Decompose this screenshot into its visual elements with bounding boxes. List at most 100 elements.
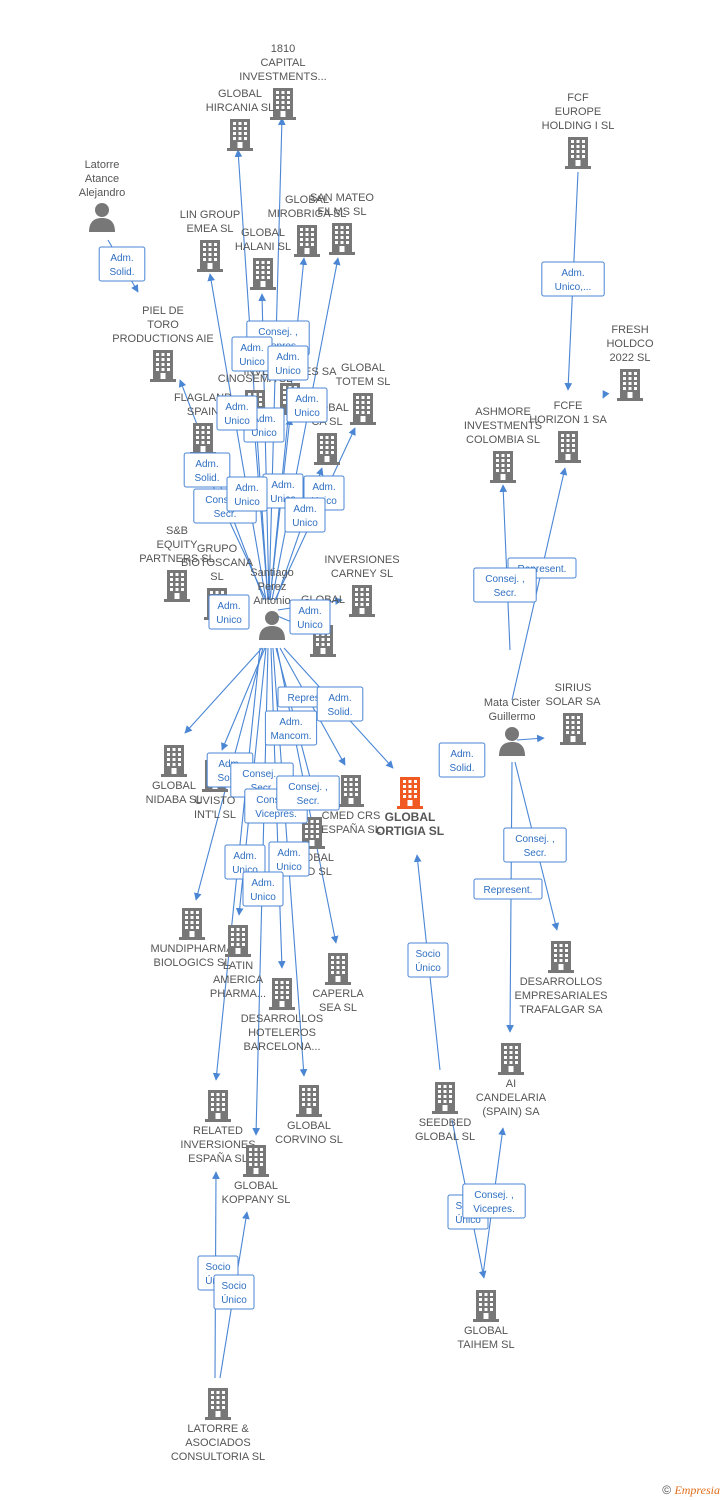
node-fcfe[interactable]: FCFE HORIZON 1 SA xyxy=(529,400,607,463)
node-label-capital1810: INVESTMENTS... xyxy=(239,71,326,83)
building-icon xyxy=(179,908,205,940)
node-label-taihem: GLOBAL xyxy=(464,1325,508,1337)
node-capital1810[interactable]: 1810CAPITALINVESTMENTS... xyxy=(239,43,327,120)
relation-label[interactable]: Adm.Unico xyxy=(216,395,258,431)
building-icon xyxy=(555,431,581,463)
relation-label[interactable]: Adm.Unico xyxy=(208,594,250,630)
node-label-halani: GLOBAL xyxy=(241,227,285,239)
relation-label[interactable]: Adm.Unico xyxy=(268,841,310,877)
relation-text: Secr. xyxy=(494,588,517,599)
relation-label[interactable]: Consej. ,Vicepres. xyxy=(462,1183,526,1219)
relation-label[interactable]: Adm. Unico xyxy=(231,336,273,372)
relation-label[interactable]: Adm.Solid. xyxy=(98,246,146,282)
relation-text: Unico xyxy=(239,357,265,368)
node-label-fcfe: FCFE xyxy=(554,400,583,412)
node-label-corvino: CORVINO SL xyxy=(275,1134,343,1146)
relation-text: Adm. xyxy=(225,402,248,413)
node-halani[interactable]: GLOBAL HALANI SL xyxy=(235,227,291,290)
building-icon xyxy=(325,953,351,985)
relation-text: Adm. xyxy=(561,268,584,279)
relation-box xyxy=(268,841,310,877)
person-icon xyxy=(89,203,115,232)
relation-text: Adm. xyxy=(217,601,240,612)
relation-text: Consej. , xyxy=(258,327,297,338)
edge-santiago-8 xyxy=(271,257,341,601)
relation-label[interactable]: Adm.Unico xyxy=(242,871,284,907)
relation-label[interactable]: Adm.Unico xyxy=(224,844,266,880)
relation-label[interactable]: Consej. ,Secr. xyxy=(276,775,340,811)
relation-label[interactable]: Adm.Unico,... xyxy=(541,261,605,297)
relation-label[interactable]: Consej. ,Secr. xyxy=(503,827,567,863)
node-label-latorre_c: ASOCIADOS xyxy=(185,1437,250,1449)
relation-label[interactable]: Adm.Unico xyxy=(284,497,326,533)
node-label-capital1810: CAPITAL xyxy=(260,57,305,69)
relation-text: Consej. , xyxy=(242,769,281,780)
node-label-santiago: Antonio xyxy=(253,595,290,607)
edge-santiago-7 xyxy=(269,257,308,601)
relation-label[interactable]: Represent. xyxy=(473,878,543,900)
node-label-mundipharma: MUNDIPHARMA xyxy=(150,943,234,955)
relation-text: Adm. xyxy=(240,343,263,354)
footer-brand[interactable]: © Empresia xyxy=(662,1483,720,1498)
relation-text: Único xyxy=(415,961,441,974)
relation-label[interactable]: Adm.Unico xyxy=(286,387,328,423)
node-label-trafalgar: DESARROLLOS xyxy=(520,976,603,988)
relation-label[interactable]: Adm.Solid. xyxy=(438,742,486,778)
building-icon xyxy=(314,433,340,465)
edge-santiago-18 xyxy=(184,647,263,734)
relation-text: Único xyxy=(221,1293,247,1306)
relation-text: Unico xyxy=(297,620,323,631)
node-desarrhot[interactable]: DESARROLLOSHOTELEROSBARCELONA... xyxy=(241,978,324,1053)
relation-box xyxy=(216,395,258,431)
relation-label[interactable]: Adm.Mancom. xyxy=(264,710,318,746)
relation-label[interactable]: Adm.Unico xyxy=(226,476,268,512)
relation-label[interactable]: Adm.Solid. xyxy=(316,686,364,722)
node-label-halani: HALANI SL xyxy=(235,241,291,253)
relation-label[interactable]: Adm.Solid. xyxy=(183,452,231,488)
node-latinamerica[interactable]: LATINAMERICAPHARMA... xyxy=(210,925,266,1000)
relation-label[interactable]: Adm.Unico xyxy=(289,599,331,635)
building-icon xyxy=(617,369,643,401)
relation-label[interactable]: Adm.Unico xyxy=(267,345,309,381)
relation-text: Represent. xyxy=(288,693,337,704)
relation-text: Adm. xyxy=(312,482,335,493)
relation-label[interactable]: Consej. ,Secr. xyxy=(473,567,537,603)
relation-box xyxy=(286,387,328,423)
node-label-cmed: ESPAÑA SL xyxy=(321,823,381,836)
node-label-fresh: HOLDCO xyxy=(606,338,654,350)
node-label-fcfe: HORIZON 1 SA xyxy=(529,414,607,426)
node-label-carney: CARNEY SL xyxy=(331,568,393,580)
